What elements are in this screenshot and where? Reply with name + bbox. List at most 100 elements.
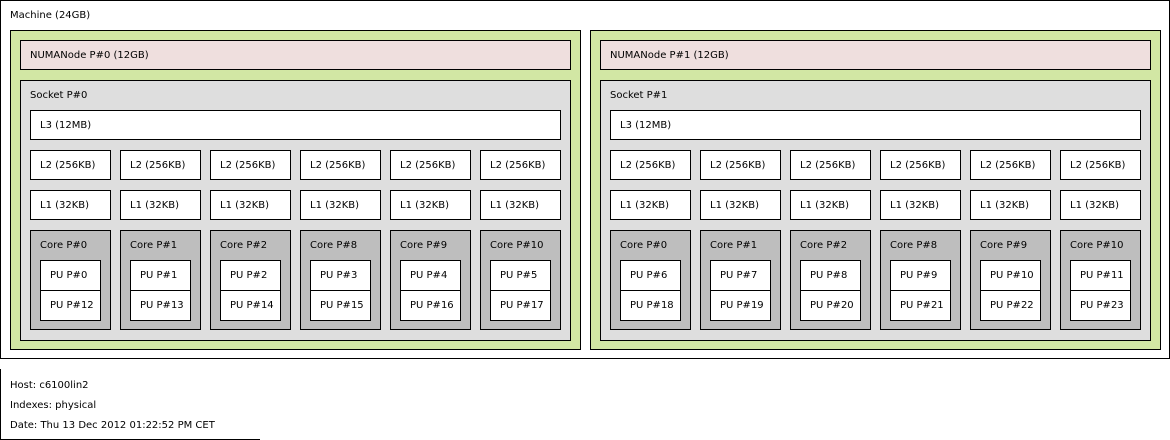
core-label: Core P#1 — [710, 240, 758, 251]
l1-cache-box — [970, 190, 1051, 220]
pu-label: PU P#6 — [630, 270, 668, 281]
pu-label: PU P#20 — [810, 300, 854, 311]
pu-label: PU P#8 — [810, 270, 848, 281]
host-info: Host: c6100lin2 — [10, 380, 89, 391]
l2-cache-box — [30, 150, 111, 180]
l1-cache-label: L1 (32KB) — [890, 200, 940, 211]
pu-label: PU P#1 — [140, 270, 178, 281]
pu-label: PU P#3 — [320, 270, 358, 281]
pu-box — [40, 260, 101, 291]
pu-label: PU P#7 — [720, 270, 758, 281]
pu-box — [620, 290, 681, 321]
core-label: Core P#9 — [980, 240, 1028, 251]
pu-box — [310, 290, 371, 321]
l2-cache-label: L2 (256KB) — [220, 160, 276, 171]
pu-box — [1070, 290, 1131, 321]
pu-box — [220, 290, 281, 321]
pu-label: PU P#18 — [630, 300, 674, 311]
l2-cache-label: L2 (256KB) — [400, 160, 456, 171]
l2-cache-box — [120, 150, 201, 180]
numa-node-box — [20, 40, 571, 70]
l1-cache-label: L1 (32KB) — [800, 200, 850, 211]
l2-cache-box — [480, 150, 561, 180]
pu-box — [980, 290, 1041, 321]
pu-label: PU P#19 — [720, 300, 764, 311]
pu-box — [620, 260, 681, 291]
pu-box — [490, 260, 551, 291]
l2-cache-box — [880, 150, 961, 180]
l1-cache-label: L1 (32KB) — [490, 200, 540, 211]
pu-box — [40, 290, 101, 321]
pu-label: PU P#2 — [230, 270, 268, 281]
pu-box — [130, 260, 191, 291]
core-label: Core P#8 — [890, 240, 938, 251]
pu-box — [980, 260, 1041, 291]
l1-cache-box — [480, 190, 561, 220]
l2-cache-label: L2 (256KB) — [310, 160, 366, 171]
pu-label: PU P#15 — [320, 300, 364, 311]
core-label: Core P#2 — [220, 240, 268, 251]
l2-cache-box — [610, 150, 691, 180]
l1-cache-label: L1 (32KB) — [710, 200, 760, 211]
footer-box — [0, 369, 260, 440]
numa-node-label: NUMANode P#0 (12GB) — [30, 50, 149, 61]
l2-cache-label: L2 (256KB) — [620, 160, 676, 171]
core-label: Core P#8 — [310, 240, 358, 251]
pu-label: PU P#23 — [1080, 300, 1124, 311]
core-label: Core P#0 — [40, 240, 88, 251]
pu-box — [710, 290, 771, 321]
pu-box — [130, 290, 191, 321]
core-label: Core P#0 — [620, 240, 668, 251]
core-label: Core P#1 — [130, 240, 178, 251]
l2-cache-label: L2 (256KB) — [1070, 160, 1126, 171]
pu-label: PU P#13 — [140, 300, 184, 311]
l1-cache-label: L1 (32KB) — [400, 200, 450, 211]
l1-cache-box — [300, 190, 381, 220]
l2-cache-label: L2 (256KB) — [490, 160, 546, 171]
core-label: Core P#10 — [490, 240, 544, 251]
l3-cache-box — [30, 110, 561, 140]
l1-cache-label: L1 (32KB) — [620, 200, 670, 211]
l2-cache-label: L2 (256KB) — [890, 160, 946, 171]
l1-cache-box — [790, 190, 871, 220]
pu-label: PU P#0 — [50, 270, 88, 281]
date-info: Date: Thu 13 Dec 2012 01:22:52 PM CET — [10, 420, 215, 431]
pu-label: PU P#5 — [500, 270, 538, 281]
l2-cache-label: L2 (256KB) — [800, 160, 856, 171]
socket-label: Socket P#1 — [610, 90, 668, 101]
pu-box — [490, 290, 551, 321]
l1-cache-box — [390, 190, 471, 220]
pu-label: PU P#17 — [500, 300, 544, 311]
l3-cache-label: L3 (12MB) — [40, 120, 92, 131]
l1-cache-box — [610, 190, 691, 220]
pu-box — [710, 260, 771, 291]
l1-cache-label: L1 (32KB) — [1070, 200, 1120, 211]
l1-cache-label: L1 (32KB) — [130, 200, 180, 211]
l1-cache-box — [700, 190, 781, 220]
pu-label: PU P#14 — [230, 300, 274, 311]
l2-cache-box — [210, 150, 291, 180]
l2-cache-box — [700, 150, 781, 180]
l1-cache-box — [880, 190, 961, 220]
l1-cache-label: L1 (32KB) — [40, 200, 90, 211]
l2-cache-box — [790, 150, 871, 180]
l2-cache-label: L2 (256KB) — [980, 160, 1036, 171]
pu-label: PU P#4 — [410, 270, 448, 281]
pu-label: PU P#21 — [900, 300, 944, 311]
core-label: Core P#9 — [400, 240, 448, 251]
l1-cache-box — [120, 190, 201, 220]
numa-node-label: NUMANode P#1 (12GB) — [610, 50, 729, 61]
l2-cache-label: L2 (256KB) — [130, 160, 186, 171]
l3-cache-box — [610, 110, 1141, 140]
socket-label: Socket P#0 — [30, 90, 88, 101]
machine-label: Machine (24GB) — [10, 10, 91, 21]
pu-box — [800, 290, 861, 321]
l2-cache-box — [1060, 150, 1141, 180]
l1-cache-box — [1060, 190, 1141, 220]
pu-label: PU P#22 — [990, 300, 1034, 311]
l1-cache-box — [30, 190, 111, 220]
pu-box — [890, 290, 951, 321]
l1-cache-label: L1 (32KB) — [310, 200, 360, 211]
l2-cache-label: L2 (256KB) — [40, 160, 96, 171]
l2-cache-box — [970, 150, 1051, 180]
